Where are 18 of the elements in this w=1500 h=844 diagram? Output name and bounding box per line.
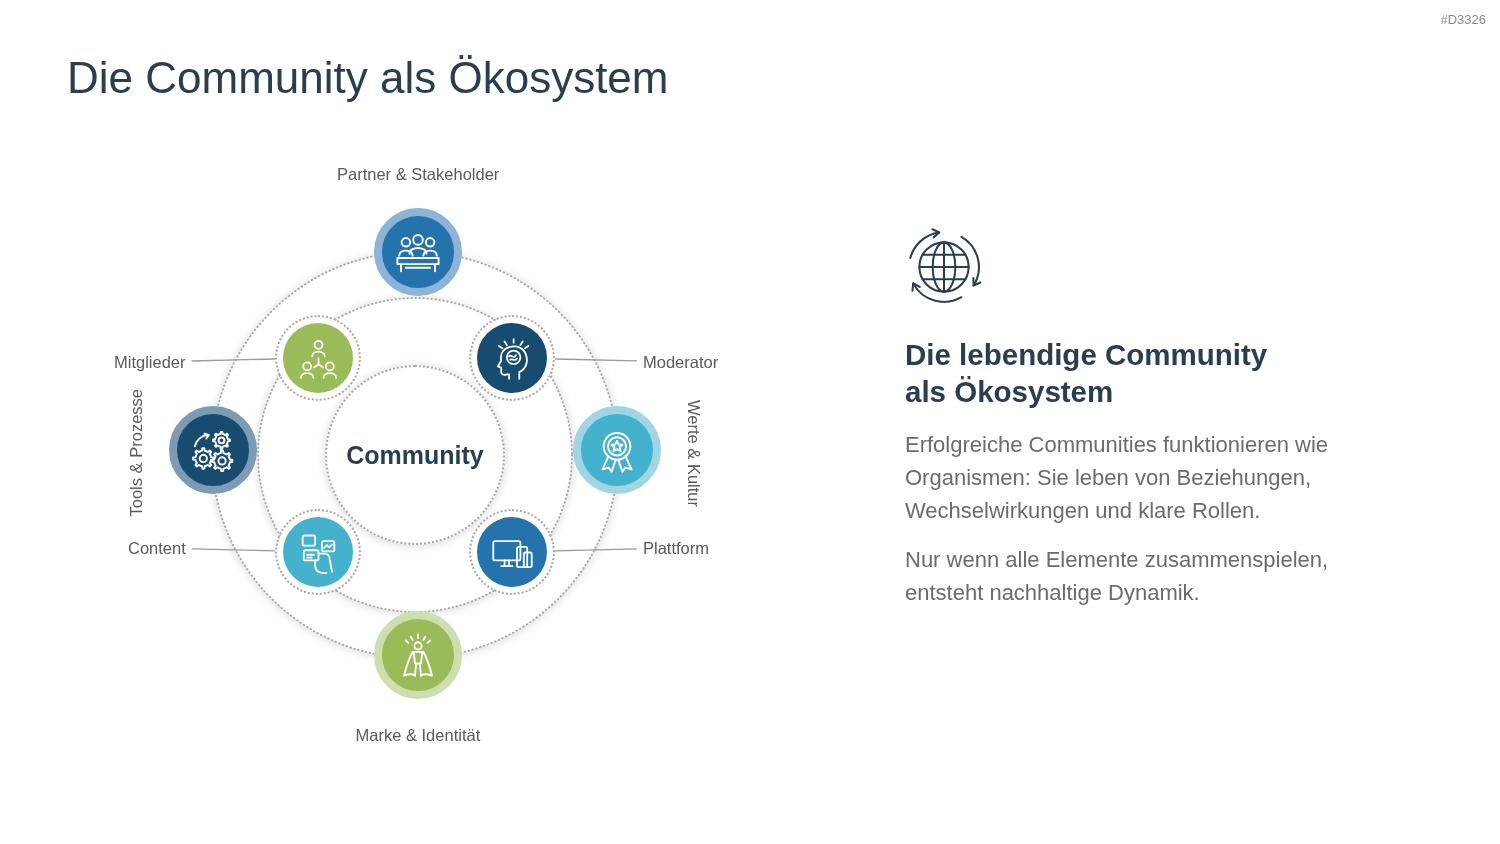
- pillar-label: Werte & Kultur: [684, 399, 704, 507]
- panel-heading: Die lebendige Community als Ökosystem: [905, 337, 1269, 410]
- role-label: Plattform: [643, 538, 710, 558]
- pillar-label: Marke & Identität: [355, 725, 481, 745]
- leader-line: [191, 548, 276, 552]
- body-paragraph: Nur wenn alle Elemente zusammenspielen, entsteht nachhaltige Dynamik.: [905, 546, 1330, 607]
- slide-code: #D3326: [1440, 11, 1486, 28]
- role-label: Content: [128, 538, 186, 558]
- leader-line: [554, 548, 638, 552]
- pillar-label: Partner & Stakeholder: [337, 164, 500, 184]
- leader-line: [554, 358, 638, 362]
- pillar-label: Tools & Prozesse: [126, 388, 146, 516]
- body-paragraph: Erfolgreiche Communities funktionieren wie Organismen: Sie leben von Beziehungen, Wechselwirkungen und klare Rollen.: [905, 431, 1330, 525]
- role-label: Mitglieder: [114, 352, 186, 372]
- center-label: Community: [346, 440, 484, 470]
- leader-line: [190, 358, 276, 362]
- page-title: Die Community als Ökosystem: [67, 52, 669, 104]
- role-label: Moderator: [643, 352, 719, 372]
